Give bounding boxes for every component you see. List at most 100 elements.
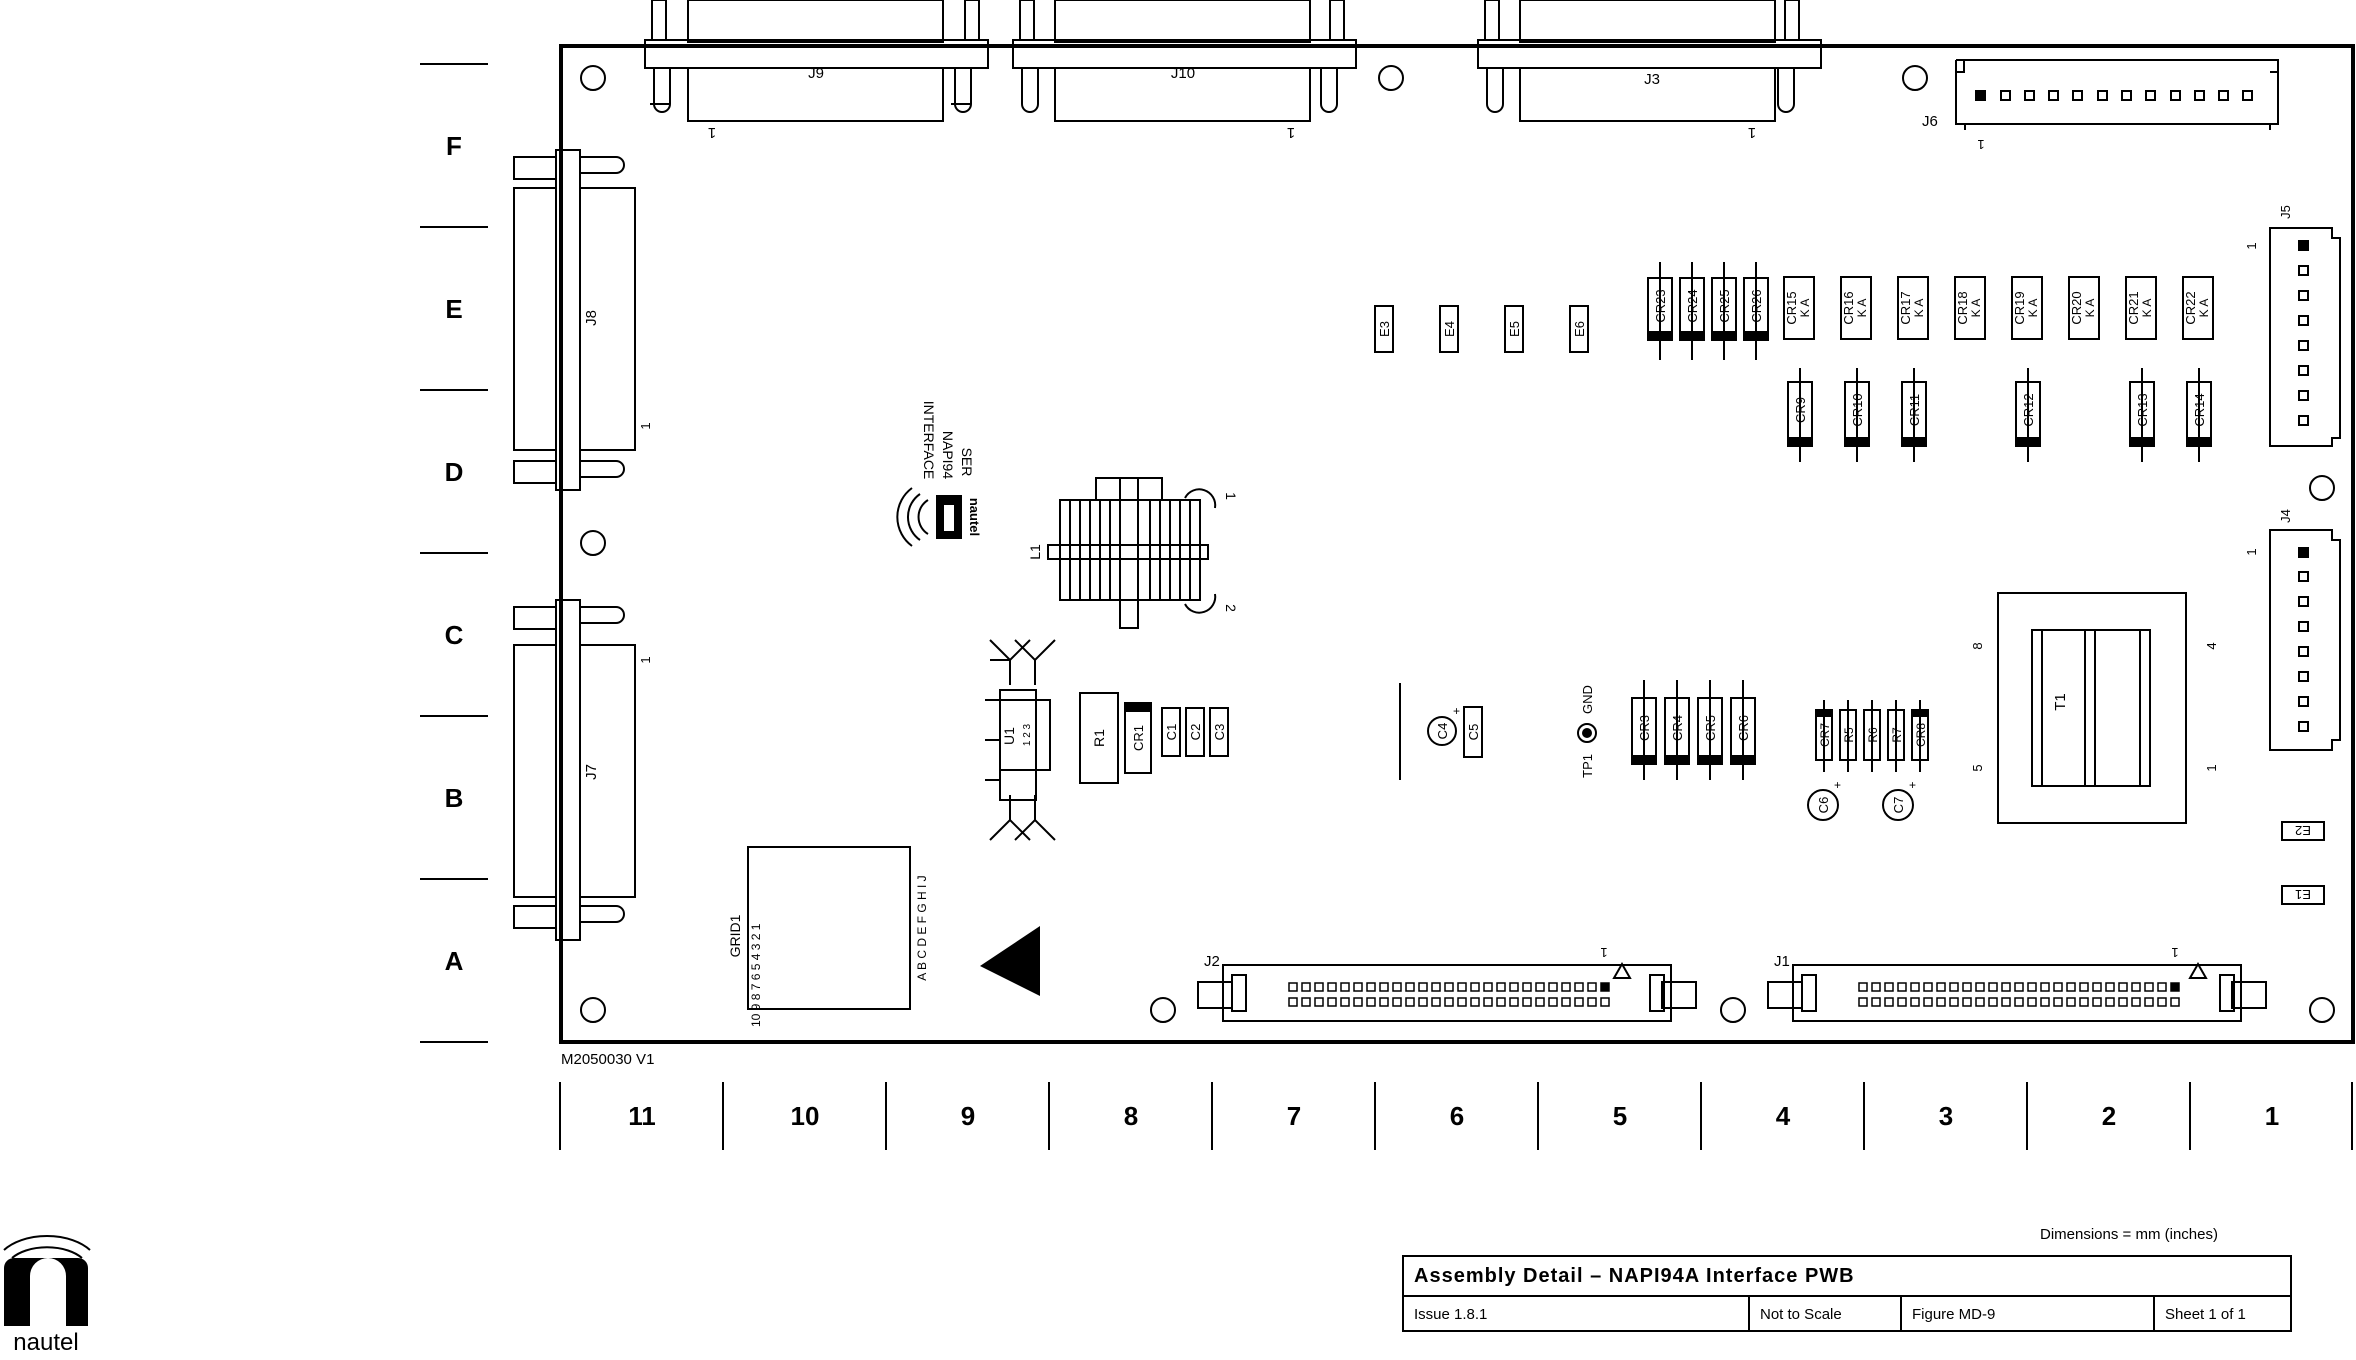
j4-label: J4 — [2278, 509, 2293, 523]
cap-c2 — [1185, 707, 1205, 757]
pin — [1418, 997, 1428, 1007]
j9-label: J9 — [808, 65, 824, 82]
gnd-label: GND — [1580, 685, 1595, 714]
connector-j8 — [513, 149, 636, 491]
pin — [1379, 982, 1389, 992]
pin — [1314, 997, 1324, 1007]
j7-label: J7 — [583, 764, 600, 780]
grid1-label: GRID1 — [727, 914, 743, 957]
pin — [1871, 982, 1881, 992]
cr3-label: CR3 — [1637, 715, 1652, 741]
t1-label: T1 — [2052, 693, 2069, 711]
title-block-sheet: Sheet 1 of 1 — [2165, 1306, 2246, 1323]
pin — [1587, 982, 1597, 992]
j3-label: J3 — [1644, 71, 1660, 88]
pin — [1923, 997, 1933, 1007]
j2-pin1: 1 — [1600, 945, 1607, 960]
test-points — [1374, 305, 1589, 353]
pin — [1975, 982, 1985, 992]
pin — [1431, 997, 1441, 1007]
pin — [1340, 997, 1350, 1007]
e1-label: E1 — [2295, 887, 2311, 902]
r1-label: R1 — [1091, 729, 1107, 747]
c6-plus: + — [1834, 778, 1841, 792]
cap-c6 — [1807, 789, 1839, 821]
pin — [1353, 982, 1363, 992]
l1-pin1: 1 — [1223, 492, 1239, 500]
cr4-label: CR4 — [1670, 715, 1685, 741]
j7-pin1: 1 — [638, 656, 653, 663]
connector-j4 — [2269, 529, 2341, 751]
cr25-label: CR25 — [1717, 289, 1732, 322]
col-label-2: 2 — [2102, 1101, 2116, 1131]
pin — [1574, 997, 1584, 1007]
cap-c1 — [1161, 707, 1181, 757]
r5-label: R5 — [1842, 727, 1856, 743]
small-parts — [1815, 700, 1929, 772]
pin-1 — [1600, 982, 1610, 992]
diode-cr1 — [1124, 702, 1152, 774]
diodes-lower — [1787, 368, 2212, 462]
t1-pin8: 8 — [1970, 642, 1985, 649]
pin — [1535, 997, 1545, 1007]
pin — [1288, 982, 1298, 992]
j9-pin1: 1 — [708, 124, 716, 141]
pin — [2118, 997, 2128, 1007]
pin — [1314, 982, 1324, 992]
c4-plus: + — [1453, 704, 1460, 718]
row-label-f: F — [446, 131, 462, 161]
col-label-6: 6 — [1450, 1101, 1464, 1131]
diodes-mid — [1631, 680, 1756, 780]
pin — [1509, 982, 1519, 992]
regulator-u1 — [985, 639, 1056, 841]
silk-brand: nautel — [967, 498, 982, 536]
cap-c7 — [1882, 789, 1914, 821]
pin — [2170, 997, 2180, 1007]
title-block-scale: Not to Scale — [1750, 1297, 1902, 1332]
pin — [2053, 997, 2063, 1007]
cr21-ka: K A — [2140, 299, 2154, 318]
diodes-upper — [1647, 262, 1769, 360]
j6-label: J6 — [1922, 113, 1938, 130]
pin — [2014, 997, 2024, 1007]
pin — [1457, 982, 1467, 992]
cr19-ka: K A — [2026, 299, 2040, 318]
l1-pin2: 2 — [1223, 604, 1239, 612]
silk-line1: INTERFACE — [921, 401, 937, 480]
c1-label: C1 — [1164, 724, 1179, 741]
pin — [1366, 997, 1376, 1007]
j10-pin1: 1 — [1287, 124, 1295, 141]
connector-j7 — [513, 599, 636, 941]
pin — [1936, 982, 1946, 992]
j5-label: J5 — [2278, 205, 2293, 219]
cr7-label: CR7 — [1818, 723, 1832, 747]
title-block-issue: Issue 1.8.1 — [1404, 1297, 1750, 1332]
pin — [2040, 982, 2050, 992]
pin — [2092, 997, 2102, 1007]
c6-label: C6 — [1816, 797, 1831, 814]
cr8-label: CR8 — [1914, 723, 1928, 747]
grid1-outline — [747, 846, 911, 1010]
j3-pin1: 1 — [1748, 124, 1756, 141]
pin — [2066, 982, 2076, 992]
j4-pin1: 1 — [2244, 548, 2259, 555]
row-label-d: D — [445, 457, 464, 487]
j2-label: J2 — [1204, 953, 1220, 970]
cr17-ka: K A — [1912, 299, 1926, 318]
pin — [1535, 982, 1545, 992]
cr17-label: CR17 — [1898, 291, 1913, 324]
column-grid — [559, 1082, 2353, 1150]
connector-j9 — [644, 0, 989, 122]
col-label-11: 11 — [628, 1101, 656, 1131]
cr21-label: CR21 — [2126, 291, 2141, 324]
pin — [1858, 982, 1868, 992]
pin — [1457, 997, 1467, 1007]
pin — [1392, 997, 1402, 1007]
cap-c3 — [1209, 707, 1229, 757]
pin — [1910, 982, 1920, 992]
pin — [2001, 997, 2011, 1007]
pin — [2105, 982, 2115, 992]
pin — [1522, 997, 1532, 1007]
cr22-ka: K A — [2197, 299, 2211, 318]
cr26-label: CR26 — [1749, 289, 1764, 322]
